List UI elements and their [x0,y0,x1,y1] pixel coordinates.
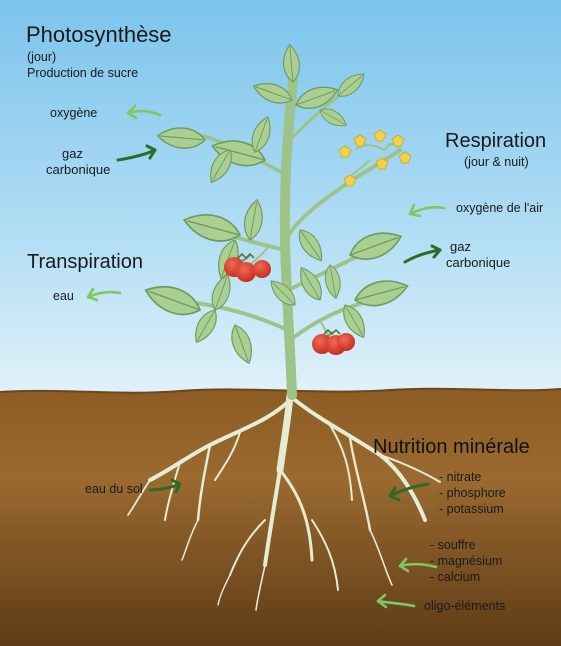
label-oxygene: oxygène [50,106,97,121]
respiration-title: Respiration [445,130,546,153]
mineral-nitrate: - nitrate [439,469,506,485]
photosynthese-sub-sucre: Production de sucre [27,66,138,81]
mineral-phosphore: - phosphore [439,485,506,501]
label-oligo-elements: oligo-éléments [424,599,505,614]
label-carbonique: carbonique [46,162,110,178]
mineral-souffre: - souffre [430,537,502,553]
minerals-group-1: - nitrate - phosphore - potassium [439,469,506,517]
nutrition-title: Nutrition minérale [373,436,530,459]
mineral-potassium: - potassium [439,501,506,517]
mineral-calcium: - calcium [430,569,502,585]
label-eau: eau [53,289,74,304]
minerals-group-2: - souffre - magnésium - calcium [430,537,502,585]
respiration-sub: (jour & nuit) [464,155,529,170]
label-carbonique-out: carbonique [446,255,510,271]
mineral-magnesium: - magnésium [430,553,502,569]
label-oxygene-air: oxygène de l'air [456,201,543,216]
photosynthese-sub-jour: (jour) [27,50,56,65]
label-gaz: gaz [62,146,83,162]
label-eau-du-sol: eau du sol [85,482,143,497]
label-gaz-out: gaz [450,239,471,255]
photosynthese-title: Photosynthèse [26,22,172,48]
transpiration-title: Transpiration [27,251,143,274]
